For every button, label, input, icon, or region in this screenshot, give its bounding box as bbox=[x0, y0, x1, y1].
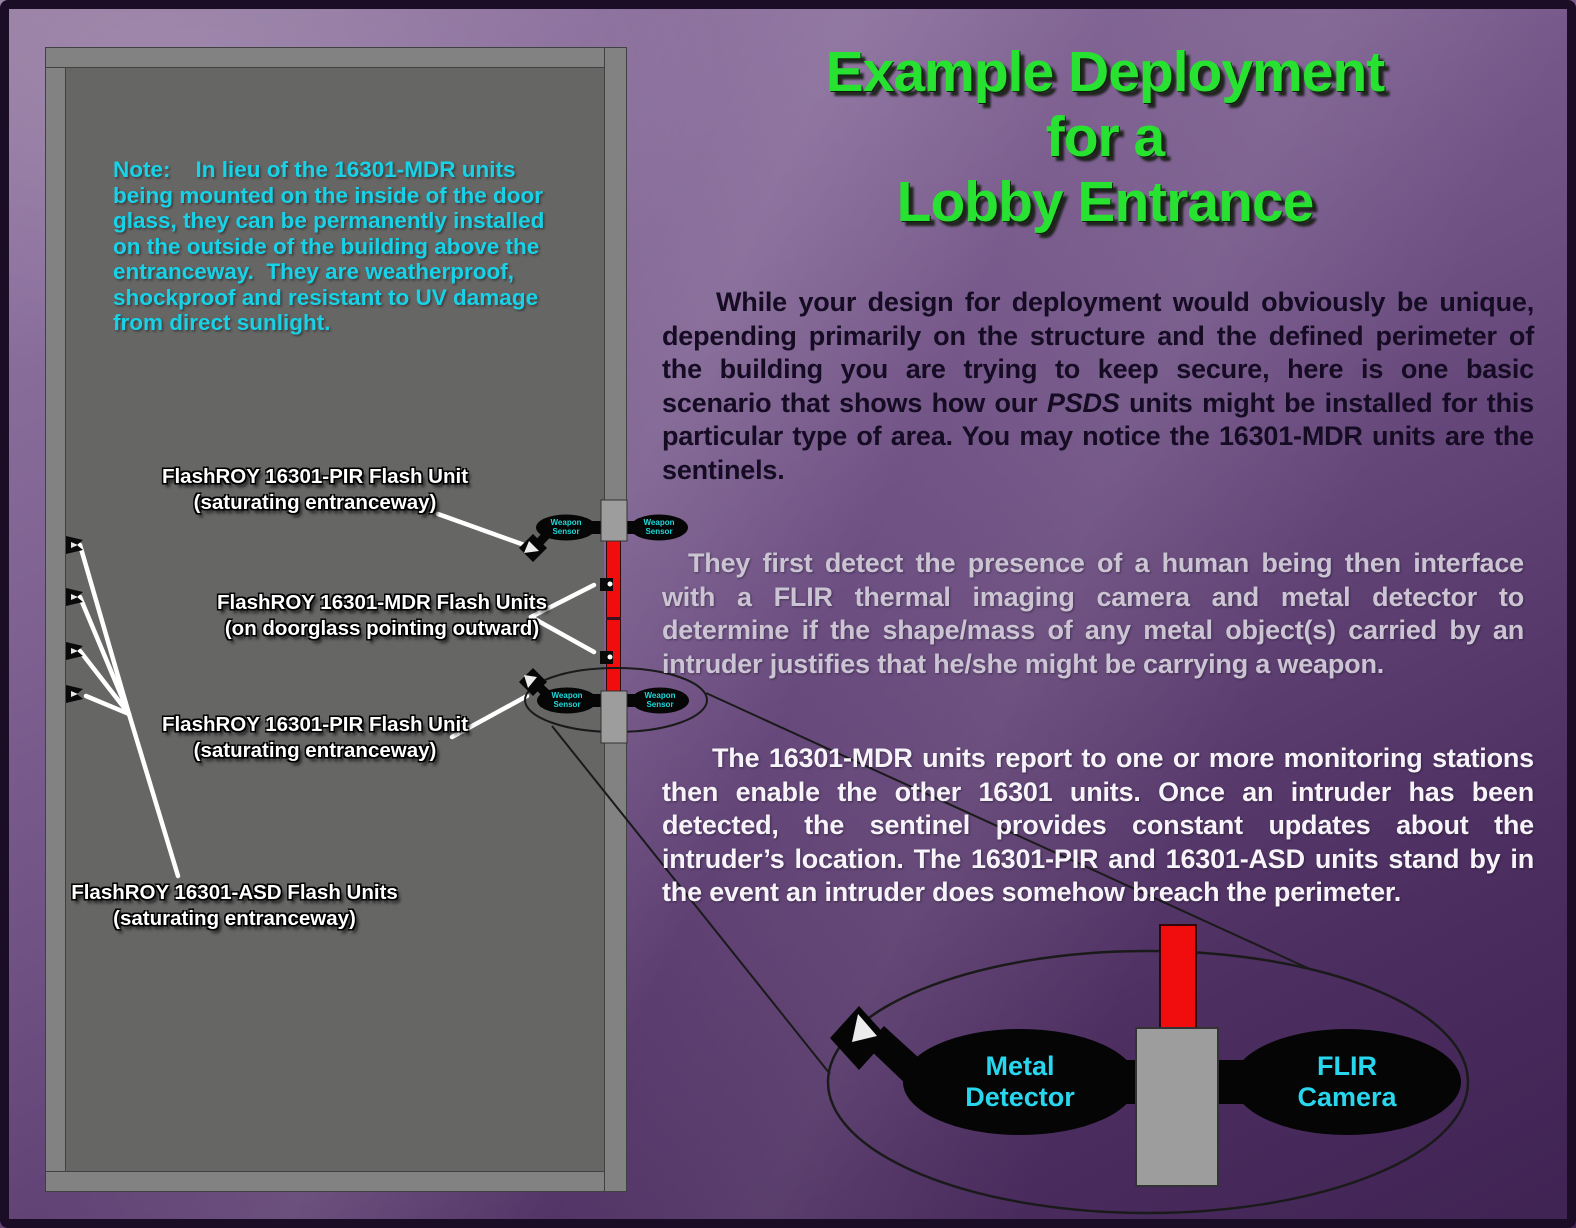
weapon-sensor-word2: Sensor bbox=[552, 527, 580, 536]
magnifier-geometry bbox=[524, 667, 1470, 1215]
label-asd-line1: FlashROY 16301-ASD Flash Units bbox=[71, 881, 398, 904]
weapon-sensor-word2: Sensor bbox=[553, 700, 581, 709]
detector-head-icon bbox=[519, 668, 547, 696]
flir-camera-word2: Camera bbox=[1297, 1082, 1397, 1112]
zoom-detail-ellipse bbox=[826, 949, 1470, 1215]
weapon-sensor-word1: Weapon bbox=[550, 518, 582, 527]
page-title: Example Deployment for a Lobby Entrance bbox=[690, 40, 1520, 235]
detail-door-glass bbox=[1159, 924, 1197, 1031]
intro-paragraph: While your design for deployment would o… bbox=[662, 286, 1534, 487]
weapon-sensor-word1: Weapon bbox=[643, 518, 675, 527]
reporting-paragraph: The 16301-MDR units report to one or mor… bbox=[662, 743, 1534, 907]
mdr-pointer-lower bbox=[528, 614, 597, 655]
metal-detector-word2: Detector bbox=[965, 1082, 1075, 1112]
label-pointer-lines bbox=[435, 511, 597, 740]
mdr-pointer-upper bbox=[528, 582, 597, 620]
weapon-sensor-oval bbox=[630, 514, 688, 541]
detection-paragraph: They first detect the presence of a huma… bbox=[662, 548, 1524, 679]
metal-detector-oval bbox=[903, 1029, 1137, 1135]
weapon-sensor-label: Weapon Sensor bbox=[623, 518, 695, 536]
mdr-units-on-door bbox=[600, 578, 613, 664]
detail-assembly bbox=[830, 924, 1461, 1187]
flir-camera-oval bbox=[1233, 1029, 1461, 1135]
asd-pointer-lines bbox=[77, 542, 181, 879]
sensor-mount-block bbox=[600, 690, 628, 744]
label-pir-bottom-line1: FlashROY 16301-PIR Flash Unit bbox=[161, 713, 469, 736]
label-mdr-line2: (on doorglass pointing outward) bbox=[224, 617, 540, 640]
intro-text-before: While your design for deployment would o… bbox=[662, 287, 1534, 418]
label-mdr-line1: FlashROY 16301-MDR Flash Units bbox=[217, 591, 547, 614]
weapon-sensor-word1: Weapon bbox=[644, 691, 676, 700]
label-mdr: FlashROY 16301-MDR Flash Units (on doorg… bbox=[182, 590, 582, 642]
mdr-unit-icon bbox=[600, 578, 613, 591]
label-pir-top-line2: (saturating entranceway) bbox=[193, 491, 437, 514]
flir-camera-word1: FLIR bbox=[1317, 1051, 1377, 1081]
intro-text-after: units might be installed for this partic… bbox=[662, 387, 1534, 485]
installation-note: Note: In lieu of the 16301-MDR units bei… bbox=[113, 157, 551, 335]
label-pir-bottom-line2: (saturating entranceway) bbox=[193, 739, 437, 762]
weapon-sensor-word2: Sensor bbox=[646, 700, 674, 709]
title-line-2: for a bbox=[1045, 105, 1166, 169]
label-pir-bottom: FlashROY 16301-PIR Flash Unit (saturatin… bbox=[115, 712, 515, 764]
title-line-1: Example Deployment bbox=[825, 40, 1386, 104]
metal-detector-label: Metal Detector bbox=[925, 1051, 1115, 1113]
weapon-sensor-oval bbox=[537, 687, 597, 714]
pir-bottom-pointer bbox=[449, 693, 530, 740]
building-interior bbox=[66, 68, 604, 1171]
title-line-3: Lobby Entrance bbox=[896, 170, 1315, 234]
detail-mount-post bbox=[1135, 1027, 1219, 1187]
sensor-mount-block bbox=[600, 499, 628, 542]
door-glass-divider bbox=[606, 617, 621, 620]
zoom-line-left bbox=[551, 725, 831, 1075]
asd-flash-units bbox=[66, 536, 83, 703]
weapon-sensor-word1: Weapon bbox=[551, 691, 583, 700]
metal-detector-word1: Metal bbox=[985, 1051, 1055, 1081]
flir-camera-label: FLIR Camera bbox=[1252, 1051, 1442, 1113]
weapon-sensor-word2: Sensor bbox=[645, 527, 673, 536]
door-sensor-bottom bbox=[519, 668, 689, 744]
weapon-sensor-oval bbox=[631, 687, 689, 714]
mdr-unit-icon bbox=[600, 651, 613, 664]
weapon-sensor-label: Weapon Sensor bbox=[530, 518, 602, 536]
label-pir-top-line1: FlashROY 16301-PIR Flash Unit bbox=[161, 465, 469, 488]
label-asd: FlashROY 16301-ASD Flash Units (saturati… bbox=[37, 880, 432, 932]
psds-highlight: PSDS bbox=[1046, 387, 1120, 418]
label-asd-line2: (saturating entranceway) bbox=[113, 907, 356, 930]
door-sensor-top bbox=[519, 499, 688, 562]
weapon-sensor-label: Weapon Sensor bbox=[624, 691, 696, 709]
pir-top-pointer bbox=[435, 511, 533, 550]
label-pir-top: FlashROY 16301-PIR Flash Unit (saturatin… bbox=[115, 464, 515, 516]
zoom-line-right bbox=[705, 692, 1313, 971]
weapon-sensor-label: Weapon Sensor bbox=[531, 691, 603, 709]
